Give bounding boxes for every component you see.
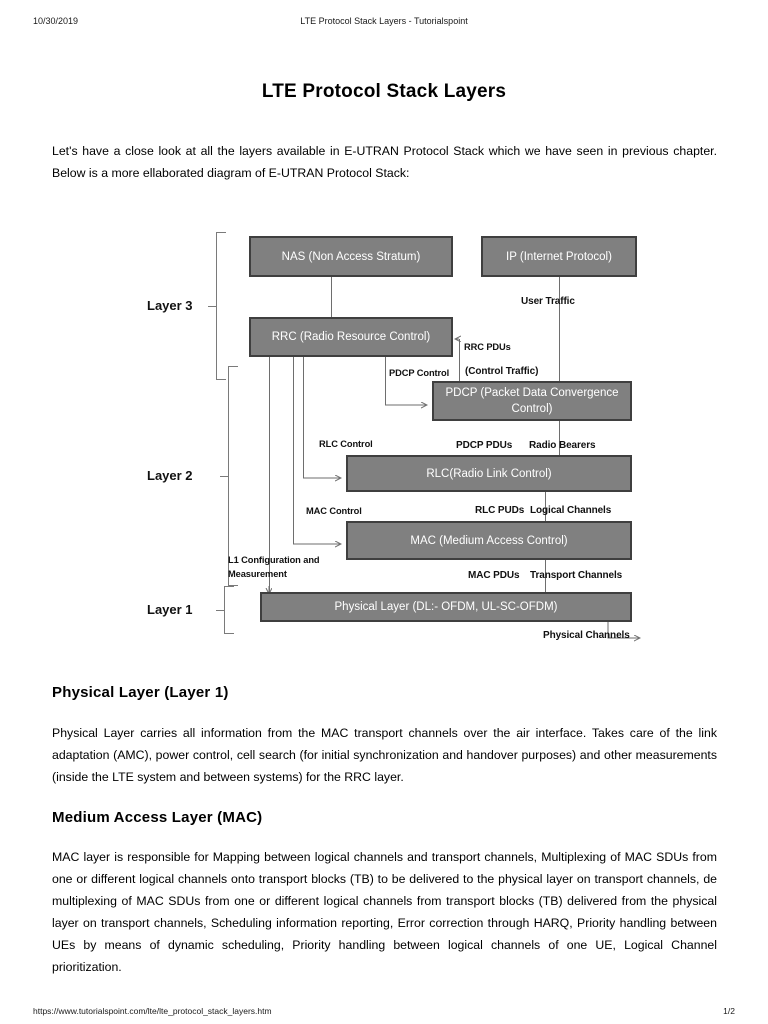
connector-rrc-rlc-control bbox=[303, 357, 304, 478]
intro-paragraph: Let's have a close look at all the layer… bbox=[52, 144, 717, 181]
diagram-arrowheads bbox=[0, 218, 768, 658]
connector-mac-to-phy bbox=[545, 560, 546, 592]
connector-ip-user-traffic bbox=[559, 277, 560, 381]
print-title: LTE Protocol Stack Layers - Tutorialspoi… bbox=[300, 16, 468, 26]
connector-rrc-l1-config bbox=[269, 357, 270, 592]
label-rlc-pdus: RLC PUDs bbox=[475, 505, 525, 516]
footer-page-number: 1/2 bbox=[723, 1006, 735, 1016]
layer1-bracket-tick bbox=[216, 610, 224, 611]
label-pdcp-control: PDCP Control bbox=[389, 368, 450, 378]
layer-name-layer-3: Layer 3 bbox=[147, 298, 193, 313]
label-logical-channels: Logical Channels bbox=[530, 505, 612, 516]
connector-rrc-pdus-riser bbox=[459, 339, 460, 405]
label-user-traffic: User Traffic bbox=[521, 296, 575, 307]
section-heading-mac-layer: Medium Access Layer (MAC) bbox=[52, 809, 263, 827]
protocol-stack-diagram: Layer 3 Layer 2 Layer 1 bbox=[0, 218, 768, 658]
layer2-bracket-tick bbox=[220, 476, 228, 477]
label-l1-measurement: Measurement bbox=[228, 569, 287, 579]
connector-rrc-pdcp-control bbox=[385, 357, 386, 405]
label-transport-channels: Transport Channels bbox=[530, 570, 623, 581]
label-mac-control: MAC Control bbox=[306, 506, 362, 516]
section-heading-physical-layer: Physical Layer (Layer 1) bbox=[52, 684, 229, 702]
footer-url[interactable]: https://www.tutorialspoint.com/lte/lte_p… bbox=[33, 1006, 272, 1016]
label-mac-pdus: MAC PDUs bbox=[468, 570, 520, 581]
page-title: LTE Protocol Stack Layers bbox=[261, 80, 507, 102]
label-rlc-control: RLC Control bbox=[319, 439, 373, 449]
layer-name-layer-1: Layer 1 bbox=[147, 602, 193, 617]
connector-pdcp-to-rlc bbox=[559, 421, 560, 455]
node-ip[interactable]: IP (Internet Protocol) bbox=[481, 236, 637, 277]
section-body-mac-layer: MAC layer is responsible for Mapping bet… bbox=[52, 850, 717, 975]
label-radio-bearers: Radio Bearers bbox=[529, 440, 596, 451]
layer1-bracket bbox=[224, 586, 234, 634]
connector-rrc-mac-control bbox=[293, 357, 294, 544]
node-rrc[interactable]: RRC (Radio Resource Control) bbox=[249, 317, 453, 357]
node-pdcp[interactable]: PDCP (Packet Data Convergence Control) bbox=[432, 381, 632, 421]
layer3-bracket bbox=[216, 232, 226, 380]
layer2-bracket bbox=[228, 366, 238, 586]
connector-nas-to-rrc bbox=[331, 277, 332, 317]
label-pdcp-pdus: PDCP PDUs bbox=[456, 440, 513, 451]
node-nas[interactable]: NAS (Non Access Stratum) bbox=[249, 236, 453, 277]
label-rrc-pdus: RRC PDUs bbox=[464, 342, 511, 352]
node-rlc[interactable]: RLC(Radio Link Control) bbox=[346, 455, 632, 492]
connector-rlc-to-mac bbox=[545, 492, 546, 521]
label-physical-channels: Physical Channels bbox=[543, 630, 630, 641]
layer3-bracket-tick bbox=[208, 306, 216, 307]
print-date: 10/30/2019 bbox=[33, 16, 79, 26]
node-mac[interactable]: MAC (Medium Access Control) bbox=[346, 521, 632, 560]
label-l1-configuration: L1 Configuration and bbox=[228, 555, 320, 565]
label-control-traffic: (Control Traffic) bbox=[465, 366, 539, 377]
section-body-physical-layer: Physical Layer carries all information f… bbox=[52, 726, 717, 785]
node-phy[interactable]: Physical Layer (DL:- OFDM, UL-SC-OFDM) bbox=[260, 592, 632, 622]
layer-name-layer-2: Layer 2 bbox=[147, 468, 193, 483]
